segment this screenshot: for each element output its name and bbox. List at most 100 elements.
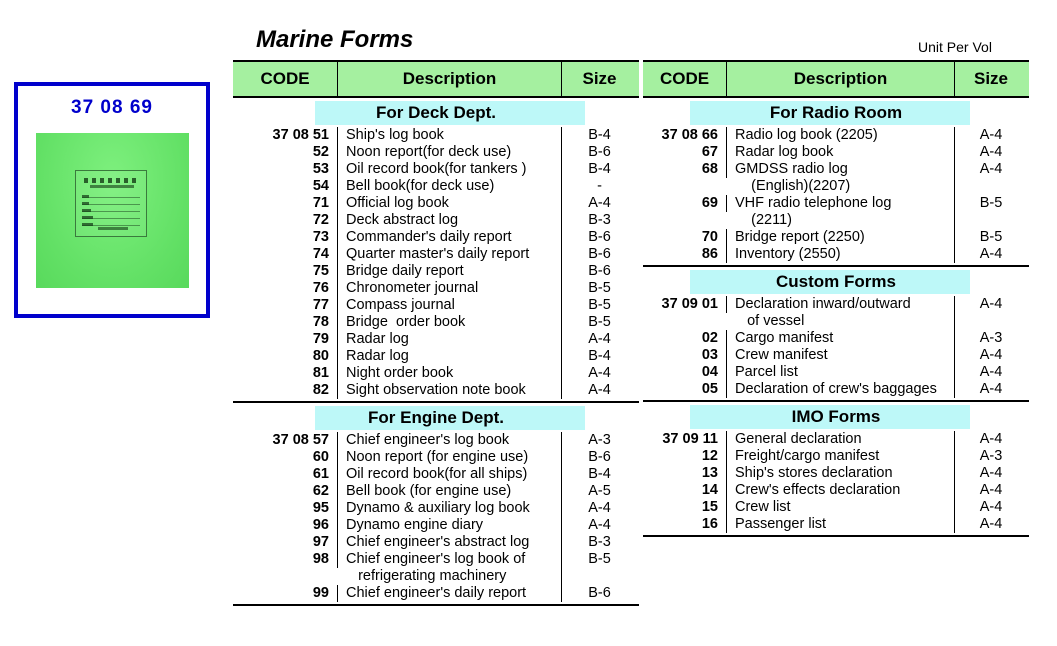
row-description: Parcel list xyxy=(727,364,955,381)
product-image-card[interactable]: 37 08 69 xyxy=(14,82,210,318)
row-code: 16 xyxy=(643,516,727,533)
row-description: Compass journal xyxy=(338,297,562,314)
row-code: 37 09 01 xyxy=(643,296,727,313)
row-code: 98 xyxy=(233,551,338,568)
row-description: Night order book xyxy=(338,365,562,382)
row-size: B-6 xyxy=(588,449,611,465)
row-size: B-5 xyxy=(979,229,1003,245)
row-description: Inventory (2550) xyxy=(727,246,955,263)
page-title: Marine Forms xyxy=(256,26,414,53)
row-code: 74 xyxy=(233,246,338,263)
row-code: 12 xyxy=(643,448,727,465)
row-code: 62 xyxy=(233,483,338,500)
row-size: B-3 xyxy=(588,534,611,550)
header-code: CODE xyxy=(643,62,727,96)
row-description: Quarter master's daily report xyxy=(338,246,562,263)
row-code: 61 xyxy=(233,466,338,483)
row-size: A-4 xyxy=(588,331,611,347)
row-code: 80 xyxy=(233,348,338,365)
row-description: Crew manifest xyxy=(727,347,955,364)
row-description: Ship's log book xyxy=(338,127,562,144)
row-size: A-4 xyxy=(979,246,1003,262)
row-code: 03 xyxy=(643,347,727,364)
section-title-band: For Radio Room xyxy=(643,101,1029,125)
header-description: Description xyxy=(338,62,562,96)
row-description: Official log book xyxy=(338,195,562,212)
row-description: Noon report(for deck use) xyxy=(338,144,562,161)
row-description: Radar log xyxy=(338,331,562,348)
row-description: Crew's effects declaration xyxy=(727,482,955,499)
row-code: 37 09 11 xyxy=(643,431,727,448)
row-description: Passenger list xyxy=(727,516,955,533)
row-size: B-5 xyxy=(588,280,611,296)
log-book-cover-graphic xyxy=(75,170,147,237)
row-description: Chronometer journal xyxy=(338,280,562,297)
row-size: B-3 xyxy=(588,212,611,228)
row-description: Bell book (for engine use) xyxy=(338,483,562,500)
section-divider xyxy=(643,400,1029,402)
header-code: CODE xyxy=(233,62,338,96)
row-size: A-3 xyxy=(588,432,611,448)
row-size: A-4 xyxy=(979,127,1003,143)
row-code: 77 xyxy=(233,297,338,314)
row-code: 37 08 66 xyxy=(643,127,727,144)
row-description: Chief engineer's log book of refrigerati… xyxy=(338,551,562,585)
product-photo xyxy=(36,133,189,288)
row-size: A-4 xyxy=(979,499,1003,515)
section-divider xyxy=(233,401,639,403)
row-size: A-4 xyxy=(588,382,611,398)
row-description: Noon report (for engine use) xyxy=(338,449,562,466)
row-description: Dynamo & auxiliary log book xyxy=(338,500,562,517)
section-title-band: IMO Forms xyxy=(643,405,1029,429)
row-size: B-4 xyxy=(588,466,611,482)
row-size: B-4 xyxy=(588,161,611,177)
row-code: 14 xyxy=(643,482,727,499)
